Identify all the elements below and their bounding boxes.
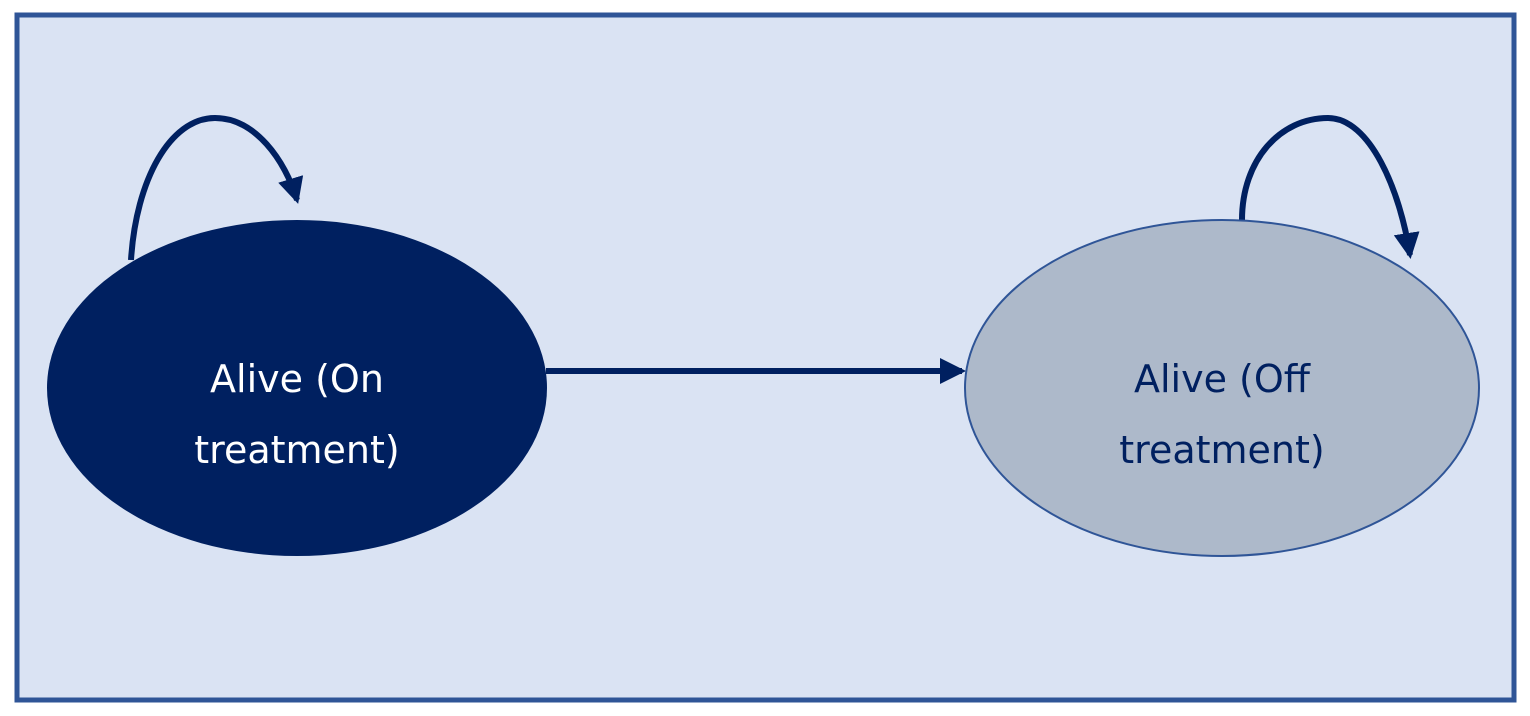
state-node-off-treatment-label-line2: treatment) — [1119, 428, 1324, 472]
state-node-off-treatment-shape — [964, 219, 1480, 557]
self-loop-arrow-off-treatment — [1239, 114, 1420, 259]
state-node-on-treatment: Alive (On treatment) — [47, 220, 547, 556]
state-node-on-treatment-shape — [47, 220, 547, 556]
self-loop-arrow-on-treatment — [128, 114, 304, 261]
state-node-on-treatment-label-line2: treatment) — [194, 428, 399, 472]
state-node-off-treatment-label-line1: Alive (Off — [1134, 357, 1311, 401]
state-node-off-treatment: Alive (Off treatment) — [964, 219, 1480, 557]
state-node-on-treatment-label-line1: Alive (On — [210, 357, 384, 401]
